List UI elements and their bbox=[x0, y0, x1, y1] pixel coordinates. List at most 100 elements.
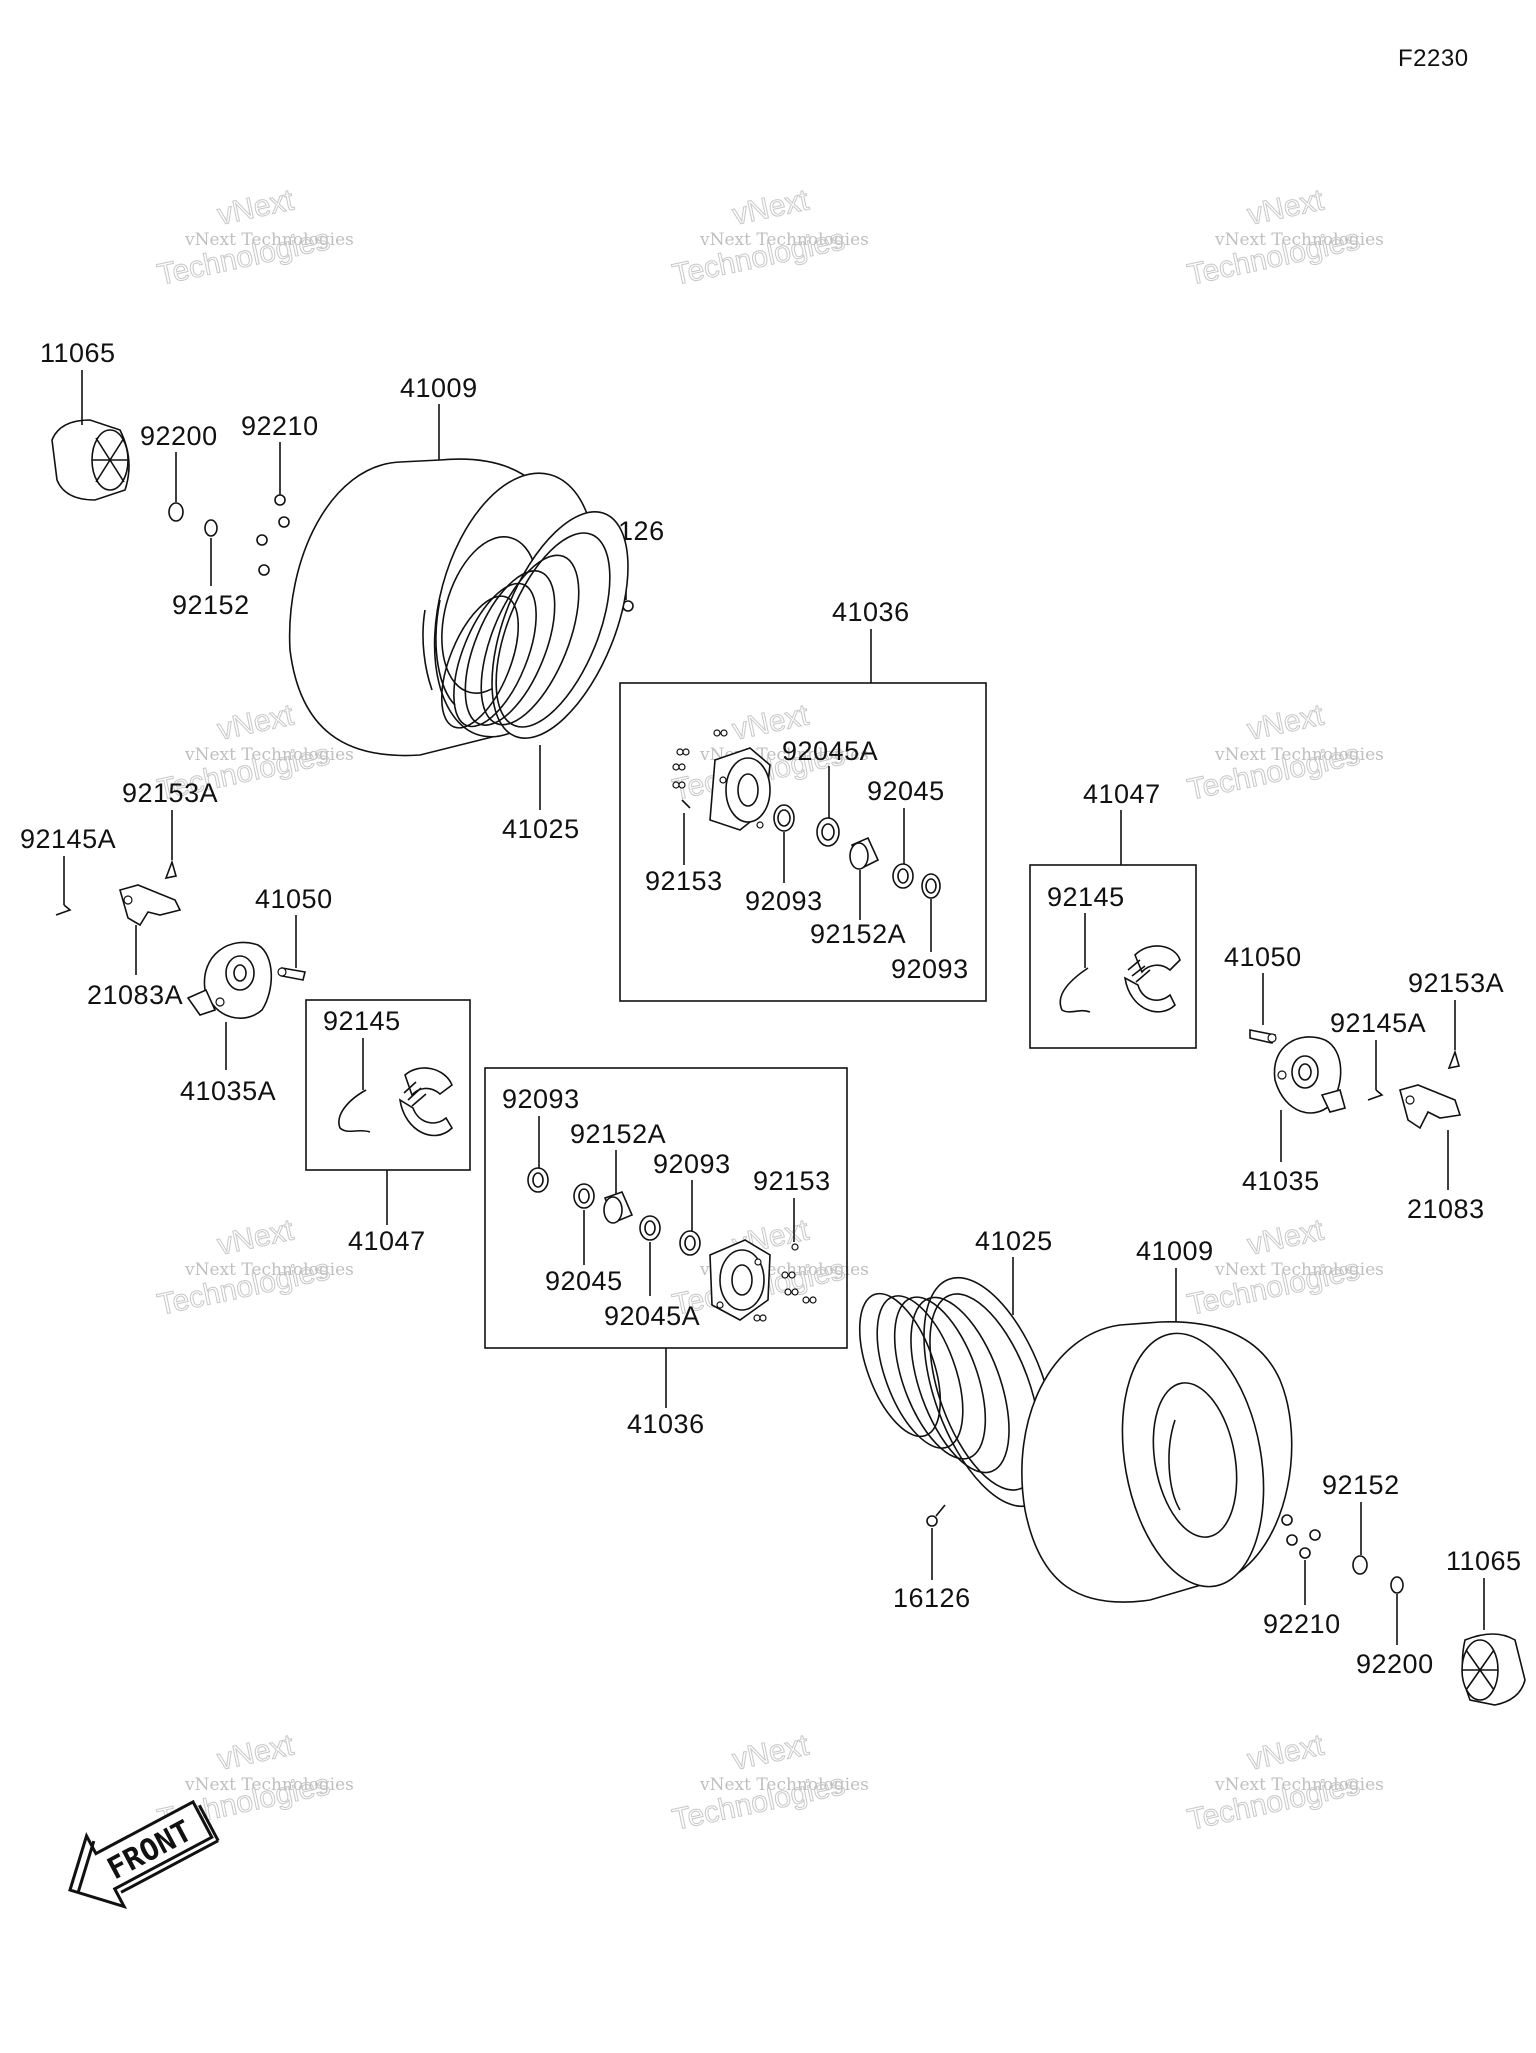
label-41035[interactable]: 41035 bbox=[1242, 1166, 1320, 1196]
washer-92200-right[interactable] bbox=[1390, 1576, 1404, 1594]
nuts-92210-right[interactable] bbox=[1281, 1514, 1321, 1559]
brake-shoes-41047-right[interactable] bbox=[1123, 945, 1181, 1013]
label-21083[interactable]: 21083 bbox=[1407, 1194, 1485, 1224]
label-92045-top[interactable]: 92045 bbox=[867, 776, 945, 806]
label-41036[interactable]: 41036 bbox=[832, 597, 910, 627]
svg-text:vNext: vNext bbox=[215, 698, 298, 746]
label-41009-right[interactable]: 41009 bbox=[1136, 1236, 1214, 1266]
svg-text:vNext: vNext bbox=[1245, 1213, 1328, 1261]
svg-text:vNext: vNext bbox=[730, 183, 813, 231]
svg-text:vNext: vNext bbox=[1245, 698, 1328, 746]
pin-92145A-left[interactable] bbox=[55, 904, 72, 916]
label-92200-right[interactable]: 92200 bbox=[1356, 1649, 1434, 1679]
svg-text:vNext: vNext bbox=[1245, 1728, 1328, 1776]
label-11065[interactable]: 11065 bbox=[40, 338, 116, 368]
bearing-92045-bottom[interactable] bbox=[573, 1183, 595, 1209]
label-92093-top-2[interactable]: 92093 bbox=[891, 954, 969, 984]
watermark: vNext vNext Technologies Technologies bbox=[1184, 1728, 1384, 1837]
lever-21083-right[interactable] bbox=[1399, 1084, 1462, 1130]
tire-41009-right[interactable] bbox=[1021, 1321, 1293, 1603]
label-41025[interactable]: 41025 bbox=[502, 814, 580, 844]
svg-text:vNext Technologies: vNext Technologies bbox=[1214, 1260, 1384, 1280]
watermark: vNext vNext Technologies Technologies bbox=[154, 183, 354, 292]
label-92145-right[interactable]: 92145 bbox=[1047, 882, 1125, 912]
label-92093-bottom-2[interactable]: 92093 bbox=[653, 1149, 731, 1179]
hub-41036-bottom[interactable] bbox=[709, 1239, 771, 1321]
label-41025-right[interactable]: 41025 bbox=[975, 1226, 1053, 1256]
spacer-92152-right[interactable] bbox=[1352, 1555, 1368, 1575]
seal-92093-top-2[interactable] bbox=[921, 873, 941, 899]
pin-92145A-right[interactable] bbox=[1367, 1089, 1384, 1101]
brake-shoe-box-41047-left bbox=[305, 999, 471, 1171]
bolt-92153A-left[interactable] bbox=[164, 859, 178, 880]
seal-92093-bottom-2[interactable] bbox=[679, 1230, 701, 1256]
label-11065-right[interactable]: 11065 bbox=[1446, 1546, 1522, 1576]
label-92145A-right[interactable]: 92145A bbox=[1330, 1008, 1426, 1038]
label-21083A[interactable]: 21083A bbox=[87, 980, 183, 1010]
label-92045A-top[interactable]: 92045A bbox=[782, 736, 878, 766]
label-92153A-right[interactable]: 92153A bbox=[1408, 968, 1504, 998]
label-41050-left[interactable]: 41050 bbox=[255, 884, 333, 914]
label-92093-top-1[interactable]: 92093 bbox=[745, 886, 823, 916]
bearing-92045A-top[interactable] bbox=[816, 817, 840, 847]
cap-11065-left[interactable] bbox=[51, 419, 130, 501]
cam-41050-right[interactable] bbox=[1249, 1029, 1277, 1044]
label-92152-right[interactable]: 92152 bbox=[1322, 1470, 1400, 1500]
label-92045A-bottom[interactable]: 92045A bbox=[604, 1301, 700, 1331]
cam-41050-left[interactable] bbox=[277, 967, 306, 981]
label-92093-bottom-1[interactable]: 92093 bbox=[502, 1084, 580, 1114]
label-92153-top[interactable]: 92153 bbox=[645, 866, 723, 896]
label-92152A-top[interactable]: 92152A bbox=[810, 919, 906, 949]
lever-21083A-left[interactable] bbox=[119, 884, 182, 927]
label-92045-bottom[interactable]: 92045 bbox=[545, 1266, 623, 1296]
label-92210-right[interactable]: 92210 bbox=[1263, 1609, 1341, 1639]
label-41047-left[interactable]: 41047 bbox=[348, 1226, 426, 1256]
collar-92152A-top[interactable] bbox=[849, 836, 880, 870]
nuts-92210-left[interactable] bbox=[256, 494, 290, 576]
svg-text:vNext Technologies: vNext Technologies bbox=[699, 230, 869, 250]
label-92210[interactable]: 92210 bbox=[241, 411, 319, 441]
brake-panel-41035A-left[interactable] bbox=[186, 941, 273, 1019]
bearing-92045A-bottom[interactable] bbox=[639, 1215, 661, 1241]
rim-41025-left[interactable] bbox=[426, 493, 656, 757]
brake-shoes-41047-left[interactable] bbox=[398, 1067, 454, 1137]
seal-92093-bottom-1[interactable] bbox=[527, 1167, 549, 1193]
bearing-92045-top[interactable] bbox=[892, 863, 914, 889]
cap-11065-right[interactable] bbox=[1461, 1633, 1526, 1706]
label-92145-left[interactable]: 92145 bbox=[323, 1006, 401, 1036]
spring-92145-left[interactable] bbox=[338, 1089, 371, 1133]
svg-text:vNext: vNext bbox=[730, 1728, 813, 1776]
svg-text:vNext Technologies: vNext Technologies bbox=[699, 1775, 869, 1795]
label-92153-bottom[interactable]: 92153 bbox=[753, 1166, 831, 1196]
hub-kit-box-41036-top bbox=[619, 682, 987, 1002]
label-41036-bottom[interactable]: 41036 bbox=[627, 1409, 705, 1439]
spring-92145-right[interactable] bbox=[1059, 967, 1091, 1013]
collar-92152A-bottom[interactable] bbox=[603, 1190, 634, 1224]
valve-16126-right[interactable] bbox=[926, 1504, 946, 1527]
svg-text:vNext Technologies: vNext Technologies bbox=[1214, 745, 1384, 765]
label-92145A-left[interactable]: 92145A bbox=[20, 824, 116, 854]
svg-text:vNext Technologies: vNext Technologies bbox=[184, 745, 354, 765]
label-41009[interactable]: 41009 bbox=[400, 373, 478, 403]
spacer-92152-left[interactable] bbox=[204, 519, 218, 537]
brake-panel-41035-right[interactable] bbox=[1273, 1036, 1346, 1114]
hub-41036-top[interactable] bbox=[709, 747, 771, 831]
bolt-92153A-right[interactable] bbox=[1447, 1049, 1461, 1070]
label-92152A-bottom[interactable]: 92152A bbox=[570, 1119, 666, 1149]
svg-text:vNext: vNext bbox=[215, 1213, 298, 1261]
label-92153A-left[interactable]: 92153A bbox=[122, 778, 218, 808]
studs-92153-bottom[interactable] bbox=[753, 1243, 817, 1322]
seal-92093-top-1[interactable] bbox=[773, 804, 795, 832]
label-41035A[interactable]: 41035A bbox=[180, 1076, 276, 1106]
label-16126-right[interactable]: 16126 bbox=[893, 1583, 971, 1613]
washer-92200-left[interactable] bbox=[168, 502, 184, 522]
svg-text:vNext: vNext bbox=[215, 183, 298, 231]
watermark: vNext vNext Technologies Technologies bbox=[1184, 698, 1384, 807]
label-41050-right[interactable]: 41050 bbox=[1224, 942, 1302, 972]
brake-shoe-box-41047-right bbox=[1029, 864, 1197, 1049]
label-41047-right[interactable]: 41047 bbox=[1083, 779, 1161, 809]
studs-92153-top[interactable] bbox=[672, 729, 728, 809]
label-92152[interactable]: 92152 bbox=[172, 590, 250, 620]
label-92200[interactable]: 92200 bbox=[140, 421, 218, 451]
